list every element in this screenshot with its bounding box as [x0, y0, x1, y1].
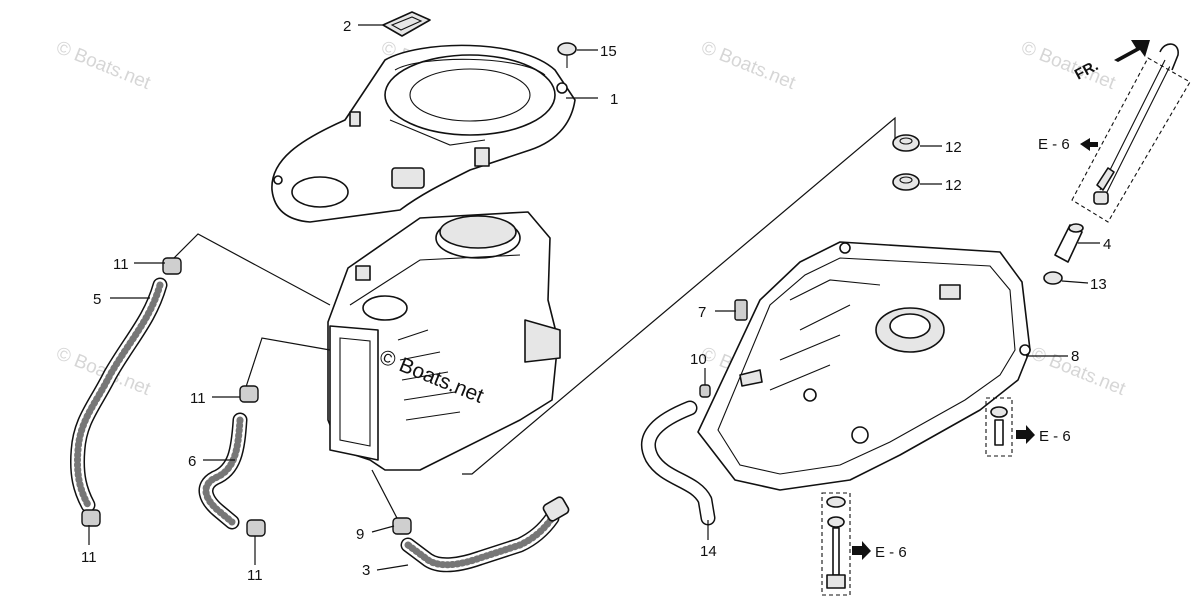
reference-e6-top[interactable]: E - 6 [1038, 136, 1098, 153]
bolt-group-bottom[interactable] [821, 492, 851, 596]
leader-hose-5 [171, 233, 331, 306]
part-6-hose[interactable] [198, 412, 248, 530]
callout-13: 13 [1090, 276, 1107, 293]
callout-12-b: 12 [945, 177, 962, 194]
reference-e6-top-label: E - 6 [1038, 136, 1070, 153]
part-10-clip[interactable] [699, 384, 711, 398]
part-1-cover[interactable] [271, 44, 576, 223]
reference-e6-bottom[interactable]: E - 6 [852, 541, 907, 561]
callout-11-mid: 11 [190, 390, 206, 407]
clips[interactable] [81, 257, 412, 537]
callout-numbers: 2 15 1 11 5 11 6 11 11 9 3 7 10 14 12 12… [81, 18, 1111, 584]
callout-4: 4 [1103, 236, 1111, 253]
part-4-guide[interactable] [1054, 223, 1084, 263]
watermark-top-far-right: © Boats.net [1018, 37, 1119, 94]
clip-11-bottom-left[interactable] [81, 509, 101, 527]
callout-10: 10 [690, 351, 707, 368]
part-12-washer-a[interactable] [892, 134, 920, 152]
callout-2: 2 [343, 18, 351, 35]
part-3-hose[interactable] [400, 496, 570, 573]
part-7-clip[interactable] [734, 299, 748, 321]
leader-hose-6 [244, 337, 331, 391]
clip-11-bottom[interactable] [246, 519, 266, 537]
reference-e6-right-label: E - 6 [1039, 428, 1071, 445]
callout-7: 7 [698, 304, 706, 321]
clip-11-mid[interactable] [239, 385, 259, 403]
watermark-top-left: © Boats.net [53, 37, 154, 94]
bolt-group-right[interactable] [985, 397, 1013, 457]
clip-11-top[interactable] [162, 257, 182, 275]
callout-5: 5 [93, 291, 101, 308]
part-15-screw[interactable] [557, 42, 577, 68]
part-2-grommet[interactable] [382, 11, 431, 37]
callout-12-a: 12 [945, 139, 962, 156]
clip-9[interactable] [392, 517, 412, 535]
part-14-hose[interactable] [641, 400, 716, 526]
callout-14: 14 [700, 543, 717, 560]
central-block[interactable] [327, 211, 561, 471]
part-5-hose[interactable] [70, 277, 168, 513]
part-8-housing[interactable] [697, 241, 1031, 491]
callout-11-bottom-left: 11 [81, 549, 97, 566]
callout-11-bottom: 11 [247, 567, 263, 584]
leader-hose-3 [371, 469, 399, 521]
callout-1: 1 [610, 91, 618, 108]
callout-11-top: 11 [113, 256, 129, 273]
group-boundary-line [462, 116, 896, 475]
reference-e6-right[interactable]: E - 6 [1016, 425, 1071, 445]
reference-e6-bottom-label: E - 6 [875, 544, 907, 561]
part-13-oring[interactable] [1043, 271, 1063, 285]
callout-9: 9 [356, 526, 364, 543]
callout-8: 8 [1071, 348, 1079, 365]
callout-15: 15 [600, 43, 617, 60]
watermark-top-right: © Boats.net [698, 37, 799, 94]
callout-3: 3 [362, 562, 370, 579]
callout-6: 6 [188, 453, 196, 470]
dipstick-assembly[interactable] [1071, 43, 1191, 223]
callout-leaders [88, 24, 1100, 571]
part-12-washer-b[interactable] [892, 173, 920, 191]
